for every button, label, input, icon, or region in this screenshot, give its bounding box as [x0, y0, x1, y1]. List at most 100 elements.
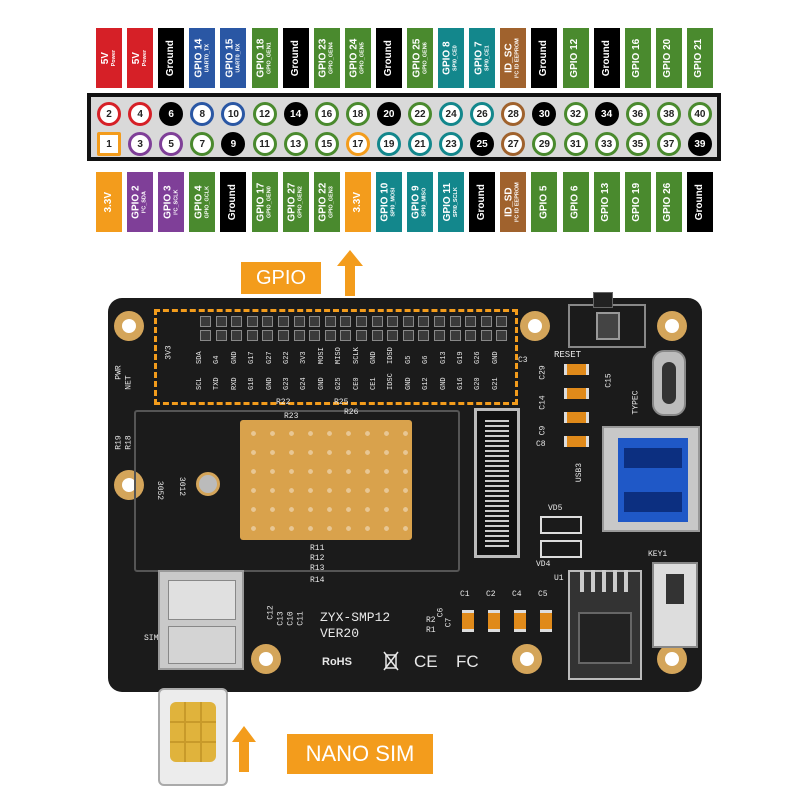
header-silk-label: SDA	[196, 351, 204, 364]
pin-label-subtext: I²C ID EEPROM	[514, 38, 521, 78]
module-heatsink	[240, 420, 412, 540]
pin-14: 14	[283, 102, 308, 126]
header-silk-label: G6	[422, 355, 431, 364]
pin-13: 13	[283, 132, 308, 156]
header-pin	[278, 330, 289, 341]
header-pin	[434, 316, 445, 327]
pin-26: 26	[470, 102, 495, 126]
pin-35: 35	[625, 132, 650, 156]
header-pin	[496, 316, 508, 327]
pin-31: 31	[563, 132, 588, 156]
rohs-mark: RoHS	[322, 656, 352, 668]
label-c1: C1	[460, 590, 470, 599]
label-vd4: VD4	[536, 560, 551, 569]
pin-number: 35	[632, 138, 644, 150]
pin-label-text: 3.3V	[102, 191, 114, 213]
header-pin	[324, 316, 336, 327]
header-pin	[402, 330, 414, 341]
usb3-port[interactable]	[602, 426, 700, 532]
bottom-label-pin-17: 3.3V	[344, 172, 371, 232]
pin-number: 26	[476, 108, 488, 120]
header-pin	[231, 330, 243, 341]
pin-label-subtext: GPIO_GEN6	[421, 42, 428, 74]
pin-10: 10	[221, 102, 246, 126]
pin-8: 8	[190, 102, 215, 126]
header-pin	[449, 330, 461, 341]
pin-39: 39	[687, 132, 712, 156]
pin-number: 18	[352, 108, 364, 120]
pin-1: 1	[97, 132, 121, 156]
label-usb3: USB3	[575, 462, 585, 483]
capacitor	[564, 388, 589, 399]
bottom-label-pin-37: GPIO 26	[655, 172, 682, 232]
label-r19: R19	[114, 435, 124, 450]
pin-label-subtext: GPIO_GEN4	[328, 42, 335, 74]
label-c29: C29	[538, 365, 548, 380]
pin-6: 6	[159, 102, 184, 126]
diode-vd4	[540, 540, 582, 558]
header-silk-label: G19	[457, 351, 465, 364]
key1-switch[interactable]	[652, 562, 698, 648]
pin-37: 37	[656, 132, 681, 156]
pin-3: 3	[128, 132, 153, 156]
label-3052: 3052	[155, 480, 165, 501]
label-c14: C14	[538, 395, 548, 410]
capacitor	[564, 436, 589, 447]
header-silk-label: 3V3	[300, 351, 309, 364]
header-silk-label: G17	[248, 351, 257, 364]
pin-number: 22	[414, 108, 426, 120]
label-net: NET	[124, 375, 134, 390]
pin-32: 32	[563, 102, 588, 126]
top-label-pin-34: Ground	[593, 28, 620, 88]
bottom-label-pin-39: Ground	[686, 172, 713, 232]
capacitor-c4	[514, 610, 526, 632]
pin-4: 4	[128, 102, 153, 126]
pin-number: 37	[663, 138, 675, 150]
gpio-callout-text: GPIO	[255, 266, 306, 289]
nano-sim-callout-text: NANO SIM	[305, 741, 415, 766]
pin-number: 33	[601, 138, 613, 150]
header-silk-label: G5	[404, 355, 413, 364]
pin-40: 40	[687, 102, 712, 126]
header-pin	[309, 330, 321, 341]
pin-label-text: Ground	[600, 39, 612, 77]
pin-7: 7	[190, 132, 215, 156]
label-r11: R11	[310, 544, 325, 553]
label-r14: R14	[310, 576, 325, 585]
typec-port[interactable]	[652, 350, 686, 416]
pin-29: 29	[532, 132, 557, 156]
sim-chip-icon	[170, 702, 216, 762]
gpio-arrow-icon	[337, 250, 363, 296]
board-version: VER20	[320, 626, 360, 641]
sim-slot[interactable]	[158, 570, 244, 670]
mount-hole-bottom-left	[251, 644, 281, 674]
header-pin	[215, 330, 227, 341]
pin-label-text: GPIO 7	[473, 41, 485, 75]
pin-27: 27	[501, 132, 526, 156]
pin-label-subtext: SPI0_MISO	[421, 187, 428, 217]
pin-label-text: GPIO 19	[631, 182, 643, 222]
header-pin	[465, 316, 477, 327]
pin-label-subtext: I²C_SDA	[141, 190, 148, 213]
pin-number: 20	[383, 108, 395, 120]
capacitor-c5	[540, 610, 552, 632]
pin-number: 32	[569, 108, 582, 120]
pin-label-text: GPIO 20	[662, 38, 674, 78]
header-pin	[215, 316, 227, 327]
label-r25: R25	[334, 398, 349, 407]
mount-hole-bottom-right	[657, 644, 687, 674]
header-silk-label: G4	[213, 355, 222, 364]
top-label-pin-36: GPIO 16	[624, 28, 651, 88]
reset-button[interactable]	[568, 304, 646, 348]
label-c2: C2	[486, 590, 496, 599]
label-typec: TYPEC	[631, 390, 641, 415]
pin-34: 34	[594, 102, 619, 126]
pin-number: 5	[168, 138, 174, 150]
